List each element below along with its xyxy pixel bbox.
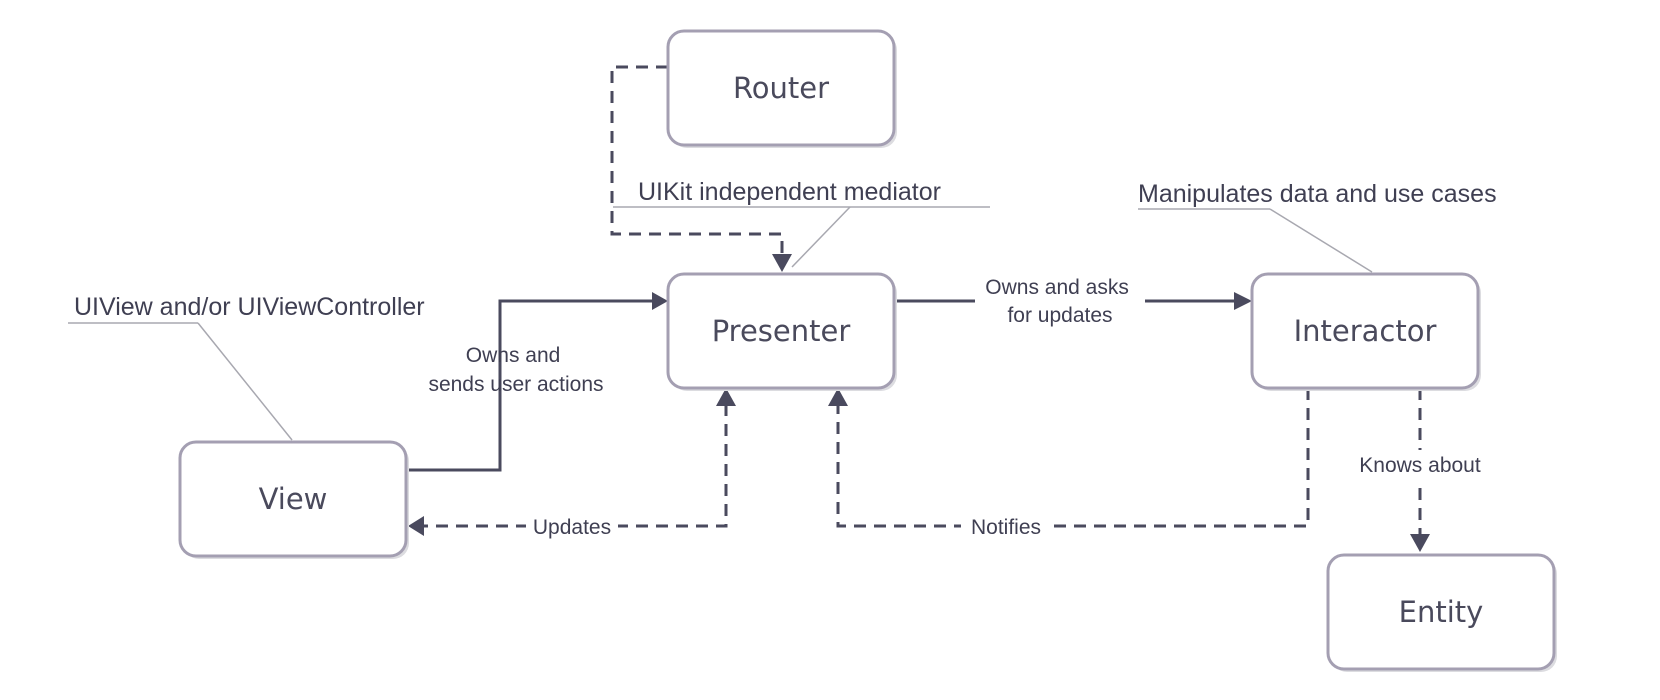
interactor-node[interactable]: Interactor	[1250, 272, 1481, 391]
knows-about-label-bg	[1360, 450, 1482, 480]
view-node-box	[178, 440, 408, 558]
view-note-pointer	[197, 322, 293, 441]
presenter-view-connector	[424, 404, 728, 528]
updates-label-bg	[526, 512, 618, 540]
view-presenter-label: Owns and sends user actions	[428, 344, 603, 396]
presenter-view-arrowhead-left	[408, 516, 424, 536]
interactor-entity-arrowhead	[1410, 534, 1430, 552]
notifies-label: Notifies	[971, 516, 1041, 539]
interactor-presenter-connector	[836, 388, 1310, 528]
router-presenter-connector	[610, 65, 784, 254]
interactor-node-label: Interactor	[1294, 314, 1437, 348]
knows-about-label: Knows about	[1359, 454, 1481, 477]
router-presenter-arrowhead	[772, 254, 792, 272]
presenter-view-arrowhead-top	[716, 388, 736, 406]
notifies-label-bg	[961, 512, 1051, 540]
router-node-box	[666, 29, 896, 147]
view-node-label: View	[259, 482, 328, 516]
updates-label: Updates	[533, 516, 611, 539]
interactor-node-box	[1250, 272, 1480, 390]
presenter-interactor-label-bg	[975, 272, 1145, 332]
interactor-presenter-arrowhead	[828, 388, 848, 406]
view-presenter-arrowhead	[652, 292, 668, 310]
entity-node-box	[1326, 553, 1556, 671]
presenter-node[interactable]: Presenter	[666, 272, 897, 391]
interactor-note: Manipulates data and use cases	[1138, 180, 1497, 208]
presenter-node-box	[666, 272, 896, 390]
presenter-node-label: Presenter	[712, 314, 851, 348]
view-note: UIView and/or UIViewController	[74, 293, 425, 321]
router-node-label: Router	[733, 71, 829, 105]
view-node[interactable]: View	[178, 440, 409, 559]
entity-node[interactable]: Entity	[1326, 553, 1557, 672]
view-presenter-connector	[406, 299, 652, 472]
interactor-note-pointer	[1269, 208, 1373, 273]
presenter-interactor-label: Owns and asks for updates	[985, 276, 1134, 327]
presenter-interactor-arrowhead	[1234, 292, 1252, 310]
presenter-note: UIKit independent mediator	[638, 178, 941, 206]
router-node[interactable]: Router	[666, 29, 897, 148]
presenter-note-pointer	[791, 206, 851, 268]
entity-node-label: Entity	[1399, 595, 1484, 629]
